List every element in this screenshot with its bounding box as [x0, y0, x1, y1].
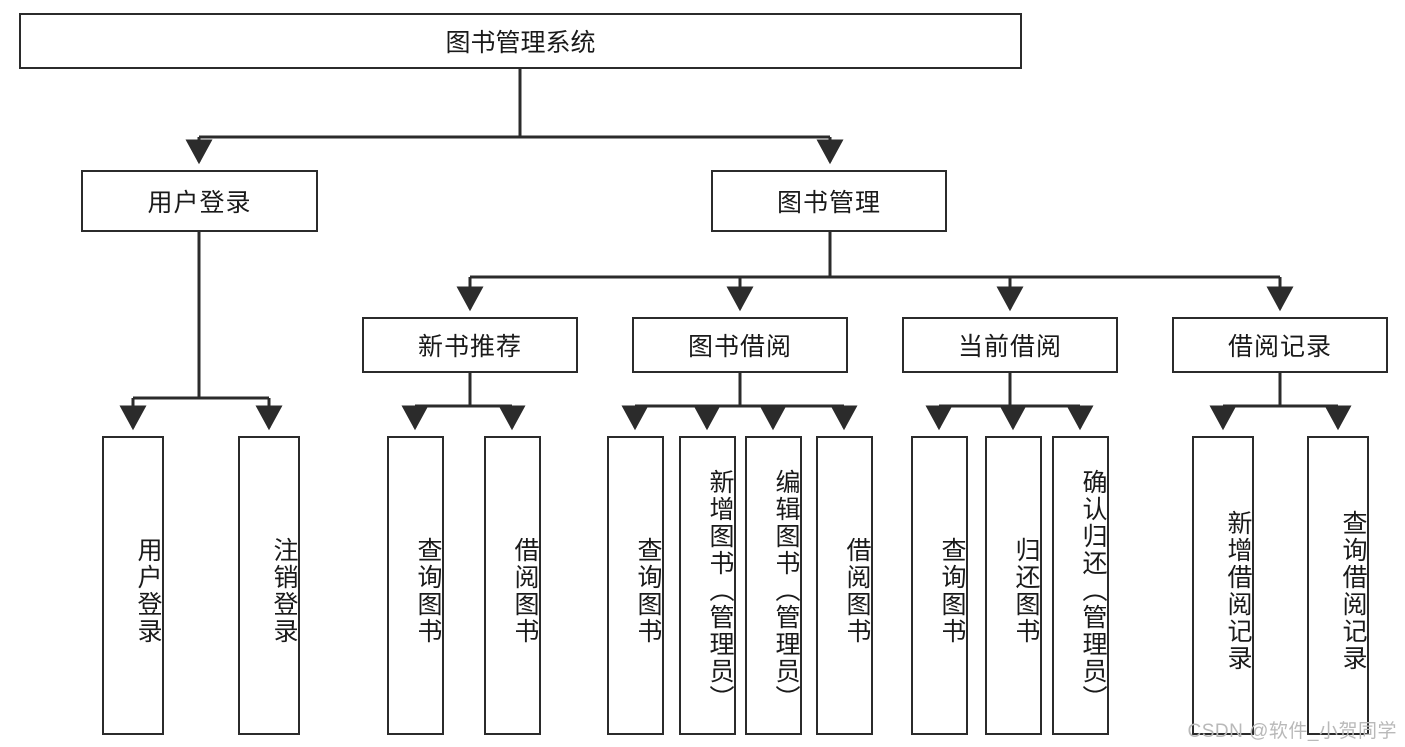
node-leaf-add-record[interactable]: 新增借阅记录	[1192, 436, 1254, 735]
node-leaf-query-book-2-label: 查询图书	[634, 536, 662, 645]
node-user-login[interactable]: 用户登录	[81, 170, 318, 232]
node-book-manage-label: 图书管理	[776, 189, 881, 217]
node-leaf-edit-book-label: 编辑图书（管理员）	[772, 469, 800, 712]
node-leaf-query-book-1[interactable]: 查询图书	[387, 436, 444, 735]
node-new-book-recommend[interactable]: 新书推荐	[362, 317, 578, 373]
node-leaf-add-book-label: 新增图书（管理员）	[706, 469, 734, 712]
node-leaf-return-book-label: 归还图书	[1012, 536, 1040, 645]
node-leaf-user-logout-label: 注销登录	[270, 536, 298, 645]
node-leaf-user-login[interactable]: 用户登录	[102, 436, 164, 735]
node-borrow-record-label: 借阅记录	[1227, 333, 1332, 361]
node-new-book-recommend-label: 新书推荐	[417, 333, 522, 361]
node-leaf-confirm-return[interactable]: 确认归还（管理员）	[1052, 436, 1109, 735]
node-leaf-return-book[interactable]: 归还图书	[985, 436, 1042, 735]
node-book-manage[interactable]: 图书管理	[711, 170, 947, 232]
node-user-login-label: 用户登录	[147, 189, 252, 217]
node-leaf-borrow-book-1[interactable]: 借阅图书	[484, 436, 541, 735]
node-current-borrow-label: 当前借阅	[957, 333, 1062, 361]
node-leaf-edit-book[interactable]: 编辑图书（管理员）	[745, 436, 802, 735]
node-leaf-query-book-3[interactable]: 查询图书	[911, 436, 968, 735]
node-leaf-user-login-label: 用户登录	[134, 536, 162, 645]
node-leaf-borrow-book-2-label: 借阅图书	[843, 536, 871, 645]
node-leaf-query-book-1-label: 查询图书	[414, 536, 442, 645]
node-leaf-query-book-2[interactable]: 查询图书	[607, 436, 664, 735]
node-leaf-query-record[interactable]: 查询借阅记录	[1307, 436, 1369, 735]
node-leaf-add-record-label: 新增借阅记录	[1224, 509, 1252, 672]
node-leaf-add-book[interactable]: 新增图书（管理员）	[679, 436, 736, 735]
node-leaf-borrow-book-1-label: 借阅图书	[511, 536, 539, 645]
node-borrow-record[interactable]: 借阅记录	[1172, 317, 1388, 373]
node-leaf-query-record-label: 查询借阅记录	[1339, 509, 1367, 672]
node-leaf-borrow-book-2[interactable]: 借阅图书	[816, 436, 873, 735]
node-leaf-confirm-return-label: 确认归还（管理员）	[1079, 469, 1107, 712]
node-book-borrow-label: 图书借阅	[687, 333, 792, 361]
node-current-borrow[interactable]: 当前借阅	[902, 317, 1118, 373]
node-leaf-user-logout[interactable]: 注销登录	[238, 436, 300, 735]
node-leaf-query-book-3-label: 查询图书	[938, 536, 966, 645]
watermark-text: CSDN @软件_小贺同学	[1187, 721, 1397, 742]
node-root-label: 图书管理系统	[445, 29, 596, 57]
node-book-borrow[interactable]: 图书借阅	[632, 317, 848, 373]
node-root-system[interactable]: 图书管理系统	[19, 13, 1022, 69]
